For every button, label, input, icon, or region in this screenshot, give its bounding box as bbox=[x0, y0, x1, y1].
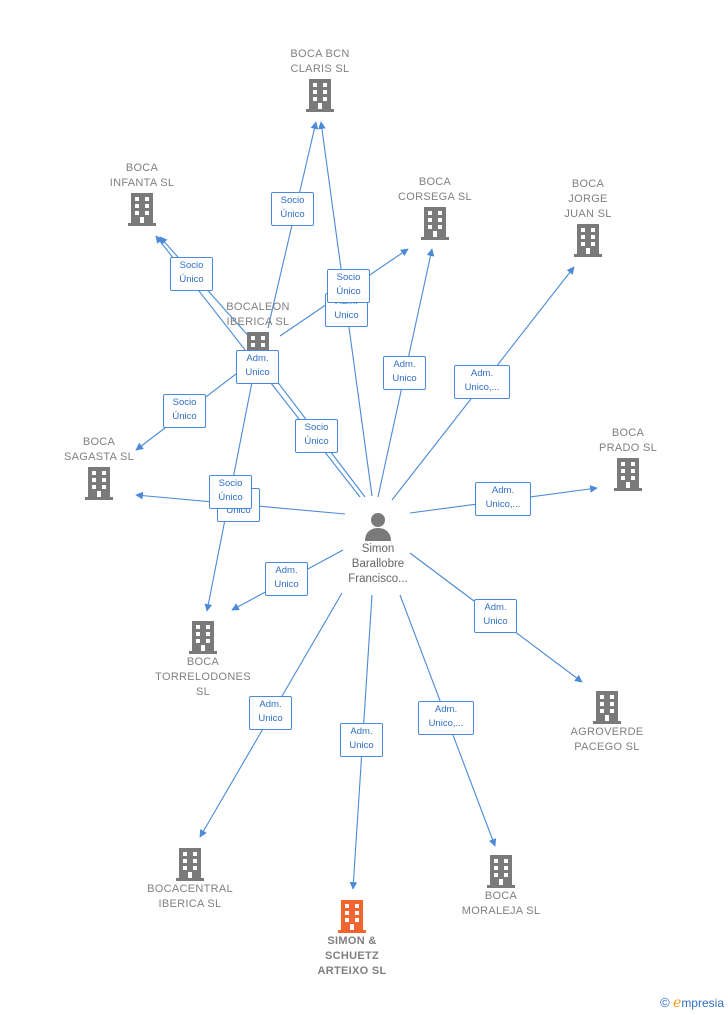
edge-label[interactable]: Adm. Unico bbox=[265, 562, 308, 596]
company-name: BOCA PRADO SL bbox=[598, 427, 658, 454]
person-node[interactable]: Simon Barallobre Francisco... bbox=[320, 510, 436, 587]
building-icon bbox=[614, 458, 642, 491]
company-simon-schuetz-arteixo[interactable]: SIMON & SCHUETZ ARTEIXO SL bbox=[300, 898, 404, 979]
company-name: BOCA BCN CLARIS SL bbox=[290, 48, 350, 75]
edge-label[interactable]: Adm. Unico bbox=[383, 356, 426, 390]
building-icon bbox=[487, 855, 515, 888]
company-name: BOCA INFANTA SL bbox=[109, 162, 175, 189]
edge-label[interactable]: Socio Único bbox=[170, 257, 213, 291]
building-icon bbox=[421, 207, 449, 240]
company-name: AGROVERDE PACEGO SL bbox=[570, 726, 644, 753]
company-name: SIMON & SCHUETZ ARTEIXO SL bbox=[317, 935, 387, 977]
building-icon bbox=[306, 79, 334, 112]
edge-label[interactable]: Socio Único bbox=[209, 475, 252, 509]
company-name: BOCA MORALEJA SL bbox=[461, 890, 541, 917]
person-icon bbox=[365, 513, 391, 541]
copyright-icon: © bbox=[660, 995, 670, 1010]
company-boca-corsega[interactable]: BOCA CORSEGA SL bbox=[383, 175, 487, 241]
company-boca-infanta[interactable]: BOCA INFANTA SL bbox=[90, 161, 194, 227]
company-name: BOCA JORGE JUAN SL bbox=[564, 178, 612, 220]
company-boca-moraleja[interactable]: BOCA MORALEJA SL bbox=[449, 853, 553, 919]
company-name: BOCALEON IBERICA SL bbox=[226, 301, 290, 328]
edge-label[interactable]: Socio Único bbox=[271, 192, 314, 226]
building-icon bbox=[189, 621, 217, 654]
company-bocacentral-iberica[interactable]: BOCACENTRAL IBERICA SL bbox=[134, 846, 246, 912]
brand-logo-text: mpresia bbox=[681, 996, 724, 1010]
company-boca-bcn-claris[interactable]: BOCA BCN CLARIS SL bbox=[268, 47, 372, 113]
edge-label[interactable]: Adm. Unico bbox=[249, 696, 292, 730]
building-icon bbox=[85, 467, 113, 500]
company-boca-sagasta[interactable]: BOCA SAGASTA SL bbox=[47, 435, 151, 501]
company-agroverde-pacego[interactable]: AGROVERDE PACEGO SL bbox=[555, 689, 659, 755]
company-boca-prado[interactable]: BOCA PRADO SL bbox=[576, 426, 680, 492]
edge-label[interactable]: Adm. Unico,... bbox=[475, 482, 531, 516]
edge-label[interactable]: Socio Único bbox=[163, 394, 206, 428]
edge-label[interactable]: Adm. Unico bbox=[340, 723, 383, 757]
building-icon bbox=[593, 691, 621, 724]
building-icon bbox=[574, 224, 602, 257]
edge-label[interactable]: Socio Único bbox=[327, 269, 370, 303]
edge-label[interactable]: Adm. Unico,... bbox=[418, 701, 474, 735]
brand-logo-initial: e bbox=[673, 995, 682, 1011]
company-name: BOCA CORSEGA SL bbox=[398, 176, 472, 203]
edge-label[interactable]: Adm. Unico bbox=[474, 599, 517, 633]
company-name: BOCACENTRAL IBERICA SL bbox=[147, 883, 233, 910]
building-icon bbox=[338, 900, 366, 933]
company-boca-torrelodones[interactable]: BOCA TORRELODONES SL bbox=[146, 619, 260, 700]
brand-footer: © empresia bbox=[660, 995, 724, 1011]
company-boca-jorge-juan[interactable]: BOCA JORGE JUAN SL bbox=[536, 177, 640, 258]
company-name: BOCA SAGASTA SL bbox=[63, 436, 135, 463]
edge-label[interactable]: Adm. Unico,... bbox=[454, 365, 510, 399]
building-icon bbox=[128, 193, 156, 226]
edge-label[interactable]: Socio Único bbox=[295, 419, 338, 453]
edge-label[interactable]: Adm. Unico bbox=[236, 350, 279, 384]
person-name: Simon Barallobre Francisco... bbox=[348, 543, 408, 585]
building-icon bbox=[176, 848, 204, 881]
company-name: BOCA TORRELODONES SL bbox=[155, 656, 251, 698]
